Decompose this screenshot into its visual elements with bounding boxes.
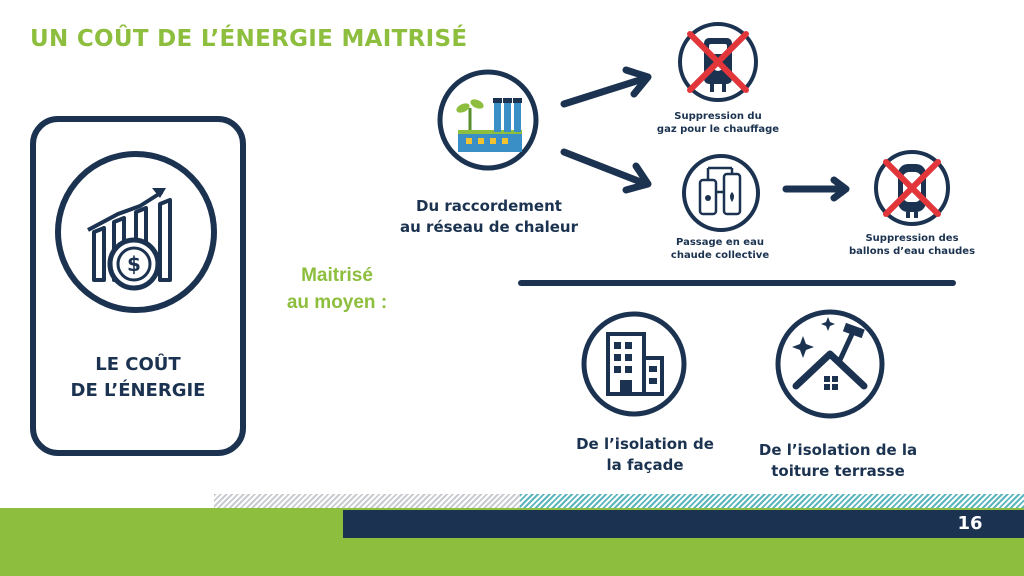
facade-label: De l’isolation de la façade xyxy=(560,434,730,476)
gas-boiler-crossed-icon xyxy=(678,22,758,102)
heat-network-line-1: Du raccordement xyxy=(416,197,562,215)
page-number: 16 xyxy=(957,513,983,534)
facade-line-2: la façade xyxy=(606,456,684,474)
roof-repair-icon xyxy=(775,309,885,419)
collective-hot-water-line-1: Passage en eau xyxy=(676,237,764,248)
energy-cost-label: LE COÛT DE L’ÉNERGIE xyxy=(30,352,246,404)
footer-hatch-teal xyxy=(520,494,1024,510)
boiler-room-icon xyxy=(682,154,760,232)
factory-icon xyxy=(437,69,539,171)
card-line-2: DE L’ÉNERGIE xyxy=(70,380,206,401)
building-icon xyxy=(581,311,687,417)
facade-line-1: De l’isolation de xyxy=(576,435,714,453)
gas-removal-line-2: gaz pour le chauffage xyxy=(656,124,780,135)
means-label: Maitrisé au moyen : xyxy=(262,262,412,316)
collective-hot-water-label: Passage en eau chaude collective xyxy=(640,236,800,262)
means-line-1: Maitrisé xyxy=(301,265,373,286)
roof-line-1: De l’isolation de la xyxy=(758,441,918,459)
arrow-icon xyxy=(560,148,652,194)
water-heater-crossed-icon xyxy=(874,150,950,226)
collective-hot-water-line-2: chaude collective xyxy=(670,250,770,261)
heat-network-label: Du raccordement au réseau de chaleur xyxy=(394,196,584,238)
heat-network-line-2: au réseau de chaleur xyxy=(400,218,578,236)
chart-dollar-icon: $ xyxy=(55,151,217,313)
gas-removal-label: Suppression du gaz pour le chauffage xyxy=(632,110,804,136)
energy-cost-card xyxy=(30,116,246,456)
means-line-2: au moyen : xyxy=(286,292,388,313)
arrow-icon xyxy=(782,176,850,202)
tank-removal-label: Suppression des ballons d’eau chaudes xyxy=(822,232,1002,258)
roof-line-2: toiture terrasse xyxy=(771,462,905,480)
roof-label: De l’isolation de la toiture terrasse xyxy=(746,440,930,482)
section-divider xyxy=(518,280,956,286)
page-title: UN COÛT DE L’ÉNERGIE MAITRISÉ xyxy=(30,26,468,52)
tank-removal-line-2: ballons d’eau chaudes xyxy=(848,246,976,257)
footer-navy-band xyxy=(343,510,1024,538)
gas-removal-line-1: Suppression du xyxy=(674,111,762,122)
tank-removal-line-1: Suppression des xyxy=(865,233,959,244)
card-line-1: LE COÛT xyxy=(95,354,181,375)
arrow-icon xyxy=(560,66,652,108)
svg-text:$: $ xyxy=(127,252,141,276)
footer-hatch-grey xyxy=(214,494,520,508)
